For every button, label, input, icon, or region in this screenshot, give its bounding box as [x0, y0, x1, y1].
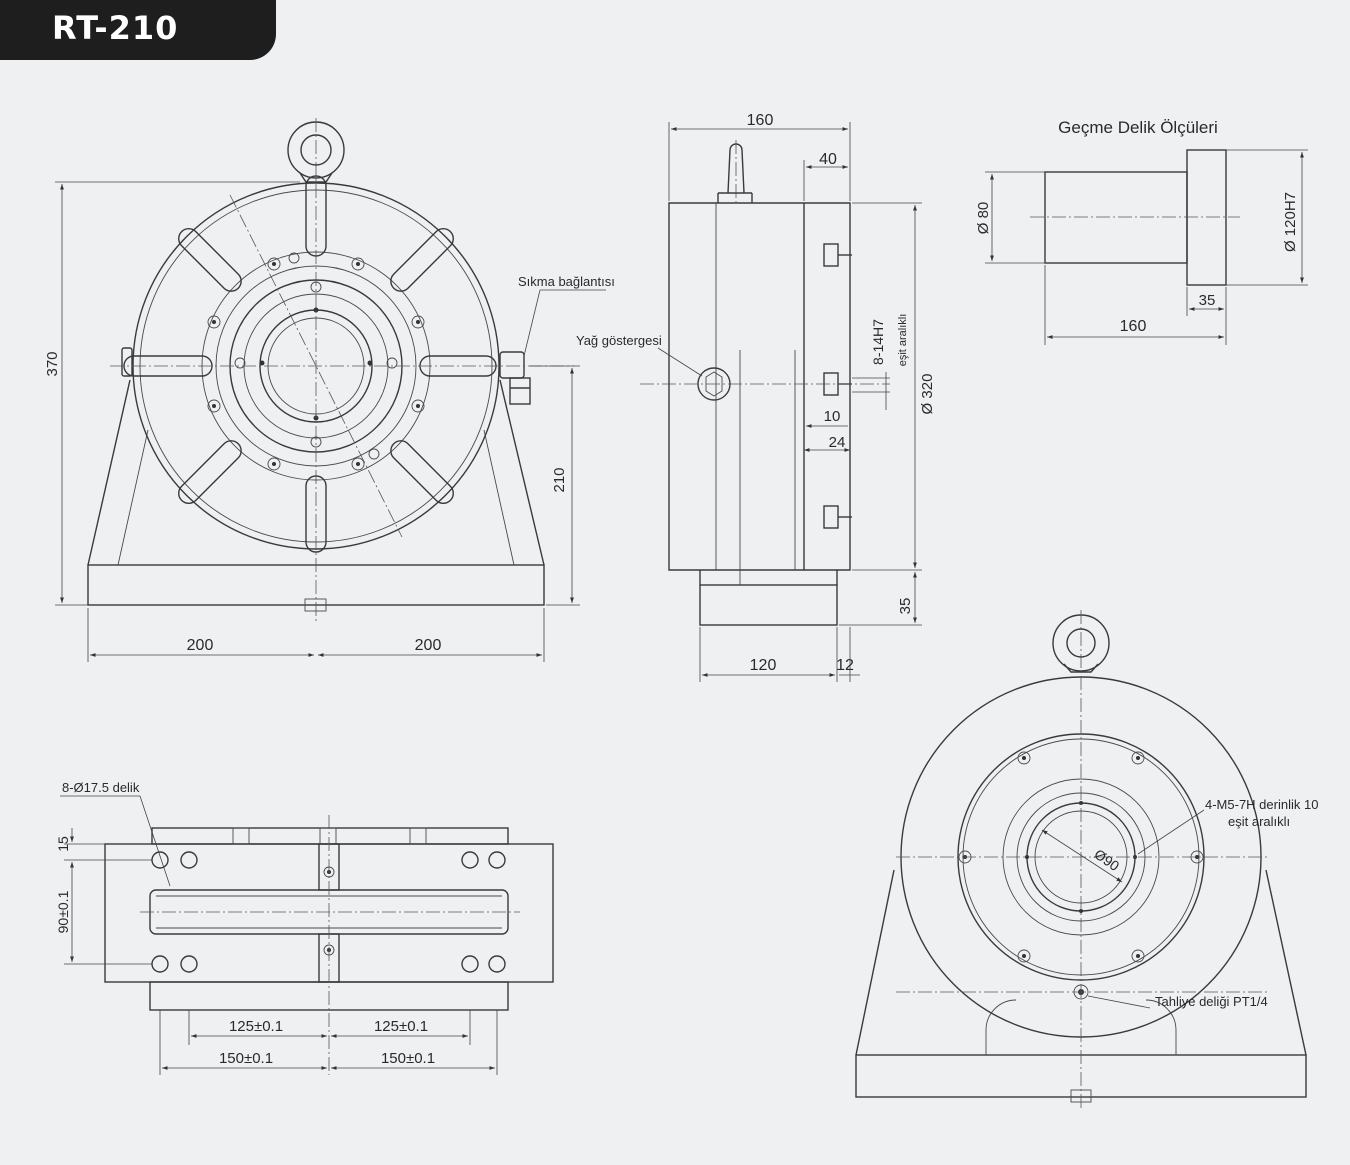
dim-200-left: 200 [187, 637, 214, 654]
base-holes [151, 851, 506, 973]
side-view: 160 40 Yağ göstergesi 8-14H7 eşit aralık… [576, 112, 936, 682]
base-view: 8-Ø17.5 delik 15 90±0.1 125±0.1 125±0.1 … [55, 780, 554, 1075]
dim-12: 12 [836, 657, 854, 674]
dim-24: 24 [829, 434, 846, 451]
dim-35-bore: 35 [1199, 292, 1216, 309]
label-threads-note: eşit aralıklı [1228, 814, 1290, 829]
label-base-holes: 8-Ø17.5 delik [62, 780, 140, 795]
dim-210: 210 [551, 467, 568, 492]
dim-15: 15 [55, 836, 71, 852]
label-threads: 4-M5-7H derinlik 10 [1205, 797, 1318, 812]
side-base [699, 584, 838, 626]
dim-125-left: 125±0.1 [229, 1018, 283, 1035]
dim-370: 370 [44, 351, 61, 376]
dim-dia-320: Ø 320 [919, 374, 936, 415]
dim-200-right: 200 [415, 637, 442, 654]
page-title: RT-210 [52, 9, 179, 47]
dim-d120: Ø 120H7 [1282, 192, 1299, 252]
dim-120: 120 [750, 657, 777, 674]
dim-160-side: 160 [747, 112, 774, 129]
label-oil-gauge: Yağ göstergesi [576, 333, 662, 348]
dim-d80: Ø 80 [975, 202, 992, 235]
dim-d90: Ø90 [1091, 846, 1122, 874]
label-drain: Tahliye deliği PT1/4 [1155, 994, 1268, 1009]
dim-slot-note: eşit aralıklı [897, 314, 909, 367]
dim-125-right: 125±0.1 [374, 1018, 428, 1035]
title-tab: RT-210 [0, 0, 276, 60]
dim-90: 90±0.1 [55, 890, 71, 933]
label-clamp-connection: Sıkma bağlantısı [518, 274, 615, 289]
dim-160-bore: 160 [1120, 318, 1147, 335]
clamp-fitting [121, 347, 531, 405]
dim-slot: 8-14H7 [870, 319, 886, 365]
dim-10: 10 [824, 408, 841, 425]
bore-title: Geçme Delik Ölçüleri [1058, 118, 1218, 137]
dim-150-left: 150±0.1 [219, 1050, 273, 1067]
front-key [304, 598, 327, 612]
dim-150-right: 150±0.1 [381, 1050, 435, 1067]
rear-view: 4-M5-7H derinlik 10 eşit aralıklı Ø90 Ta… [855, 610, 1318, 1110]
side-slot-keys [823, 243, 852, 529]
front-view: 370 200 200 210 Sıkma bağlantısı [44, 118, 615, 662]
bore-view: Geçme Delik Ölçüleri Ø 80 Ø 120H7 35 160 [975, 118, 1308, 345]
dim-35-side: 35 [897, 598, 914, 615]
front-bolt-holes [207, 252, 425, 471]
dim-40: 40 [819, 151, 837, 168]
